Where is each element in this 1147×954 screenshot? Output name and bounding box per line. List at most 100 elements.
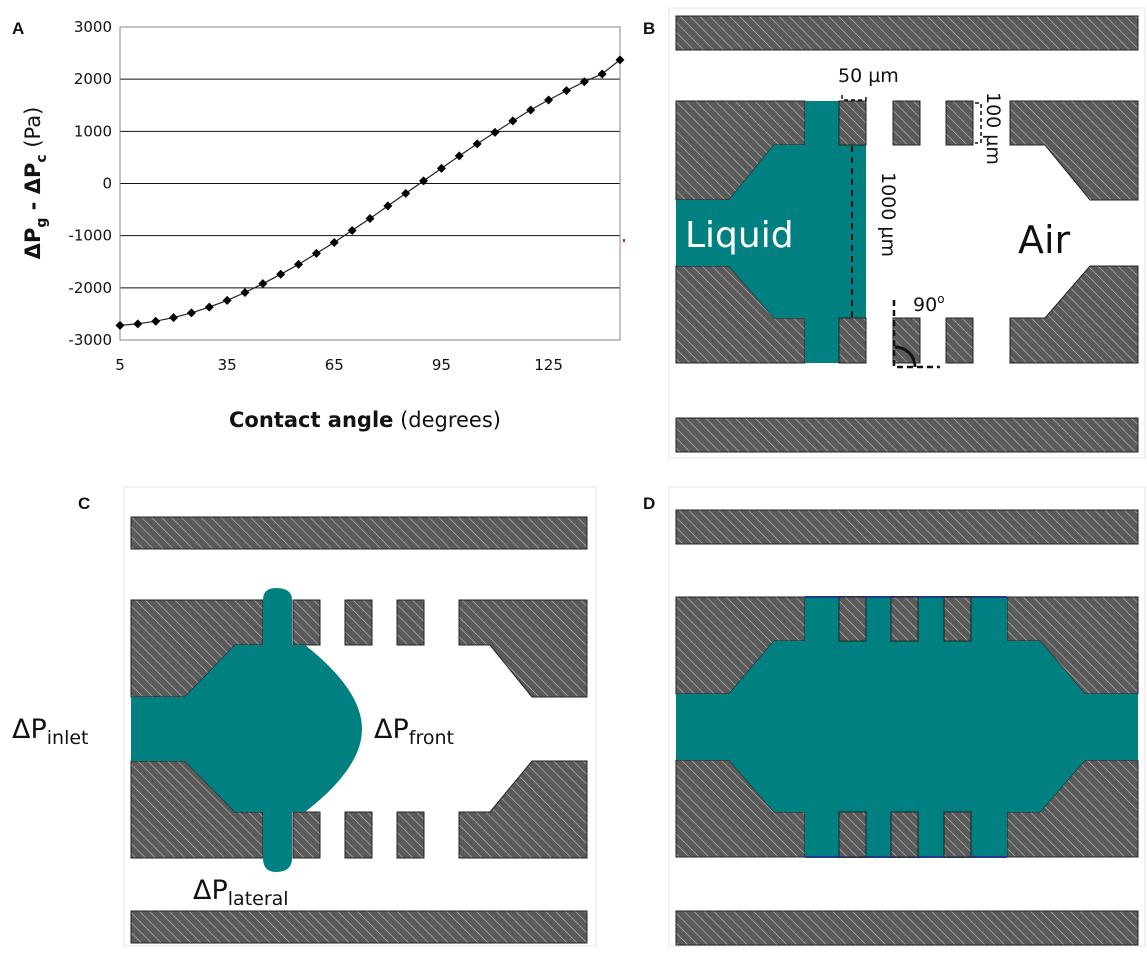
chart-data-point	[436, 163, 446, 173]
height-dimension-label: 1000 µm	[877, 172, 899, 257]
chart-x-axis-label-bold: Contact angle	[229, 408, 393, 432]
pillar	[292, 811, 321, 859]
chart-data-point	[597, 69, 607, 79]
outlet-wall-lower	[1009, 265, 1139, 364]
chart-y-tick-label: -1000	[68, 227, 112, 245]
outlet-wall-upper	[1006, 596, 1139, 695]
chart-data-point	[151, 316, 161, 326]
chart-y-tick-label: 3000	[74, 18, 112, 36]
inlet-wall-upper	[675, 596, 806, 695]
pillar	[292, 599, 321, 646]
panel-d-diagram	[668, 486, 1146, 947]
pillar	[838, 811, 867, 858]
chart-data-point	[276, 269, 286, 279]
chart-data-point	[561, 86, 571, 96]
chart-data-point	[365, 213, 375, 223]
chart-y-label-sub-g: g	[34, 218, 50, 228]
delta-p-front-sub: front	[409, 727, 454, 749]
chart-data-point	[240, 288, 250, 298]
panel-label-c: C	[78, 494, 91, 513]
chart-data-point	[615, 55, 625, 65]
chart-data-point	[383, 201, 393, 211]
chart-data-point	[544, 95, 554, 105]
pillar	[943, 811, 972, 858]
chart-plot-border	[119, 26, 621, 341]
pillar	[945, 317, 974, 364]
chart-x-tick-label: 125	[534, 356, 563, 374]
pillar	[890, 596, 919, 642]
angle-arc	[894, 345, 917, 368]
chart-x-tick-label: 95	[432, 356, 451, 374]
delta-p-lateral-label: ΔPlateral	[193, 875, 289, 910]
top-wall	[675, 15, 1139, 51]
pillar	[396, 811, 425, 859]
pillar	[344, 811, 373, 859]
delta-p-lateral-main: ΔP	[193, 875, 228, 906]
inlet-wall-lower	[130, 760, 264, 859]
chart-data-point	[294, 259, 304, 269]
bottom-wall	[675, 417, 1139, 453]
chart-data-point	[490, 127, 500, 137]
chart-y-tick-label: 0	[102, 175, 112, 193]
chart-data-point	[258, 279, 268, 289]
inlet-wall-lower	[675, 265, 806, 364]
outlet-wall-upper	[458, 599, 588, 698]
chart-y-tick-label: -2000	[68, 279, 112, 297]
chart-series-markers	[115, 55, 625, 330]
chart-data-point	[401, 188, 411, 198]
inlet-wall-upper	[130, 599, 264, 698]
chart-data-point	[526, 105, 536, 115]
delta-p-inlet-sub: inlet	[47, 727, 89, 749]
pillar	[892, 100, 921, 146]
bottom-wall	[675, 910, 1139, 946]
chart-y-axis-label: ΔPg - ΔPc (Pa)	[21, 107, 50, 260]
chart-y-label-mid: - ΔP	[21, 163, 45, 218]
delta-p-front-label: ΔPfront	[374, 714, 454, 749]
angle-value: 90	[913, 294, 937, 316]
top-wall	[130, 516, 588, 550]
panel-label-a: A	[12, 19, 25, 38]
pillar	[838, 317, 867, 364]
pillar	[396, 599, 425, 646]
liquid-label: Liquid	[685, 215, 794, 256]
pillar	[838, 100, 867, 146]
gap-dimension-label: 100 µm	[982, 92, 1004, 165]
delta-p-lateral-sub: lateral	[228, 888, 289, 910]
chart-data-point	[311, 248, 321, 258]
outlet-wall-lower	[1006, 759, 1139, 858]
chart-data-point	[454, 151, 464, 161]
chart-y-label-dp1: ΔP	[21, 228, 45, 260]
angle-label: 90o	[913, 292, 945, 316]
inlet-wall-upper	[675, 100, 806, 201]
top-wall	[675, 509, 1139, 545]
liquid-region	[676, 101, 866, 363]
chart-data-point	[186, 308, 196, 318]
chart-gridlines	[120, 26, 620, 341]
delta-p-front-main: ΔP	[374, 714, 409, 745]
width-dimension-label: 50 µm	[838, 65, 899, 87]
delta-p-inlet-label: ΔPinlet	[12, 714, 89, 749]
liquid-filled-channel	[676, 597, 1138, 857]
width-dimension-mark	[841, 95, 867, 101]
chart-data-point	[115, 320, 125, 330]
outlet-wall-lower	[458, 760, 588, 859]
pillar	[945, 100, 974, 146]
chart-y-tick-label: 2000	[74, 70, 112, 88]
panel-b-diagram	[668, 7, 1146, 459]
chart-y-tick-label: -3000	[68, 331, 112, 349]
chart-data-point	[204, 302, 214, 312]
chart-y-label-sub-c: c	[34, 154, 50, 162]
chart-y-label-unit: (Pa)	[21, 107, 45, 155]
panel-label-b: B	[643, 19, 656, 38]
pillar	[943, 596, 972, 642]
chart-data-point	[579, 77, 589, 87]
pillar	[890, 811, 919, 858]
chart-data-point	[508, 116, 518, 126]
chart-x-axis-label: Contact angle (degrees)	[229, 408, 501, 432]
panel-b-frame	[668, 7, 1146, 459]
chart-x-axis-label-rest: (degrees)	[393, 408, 501, 432]
chart-data-point	[169, 313, 179, 323]
pillar	[344, 599, 373, 646]
